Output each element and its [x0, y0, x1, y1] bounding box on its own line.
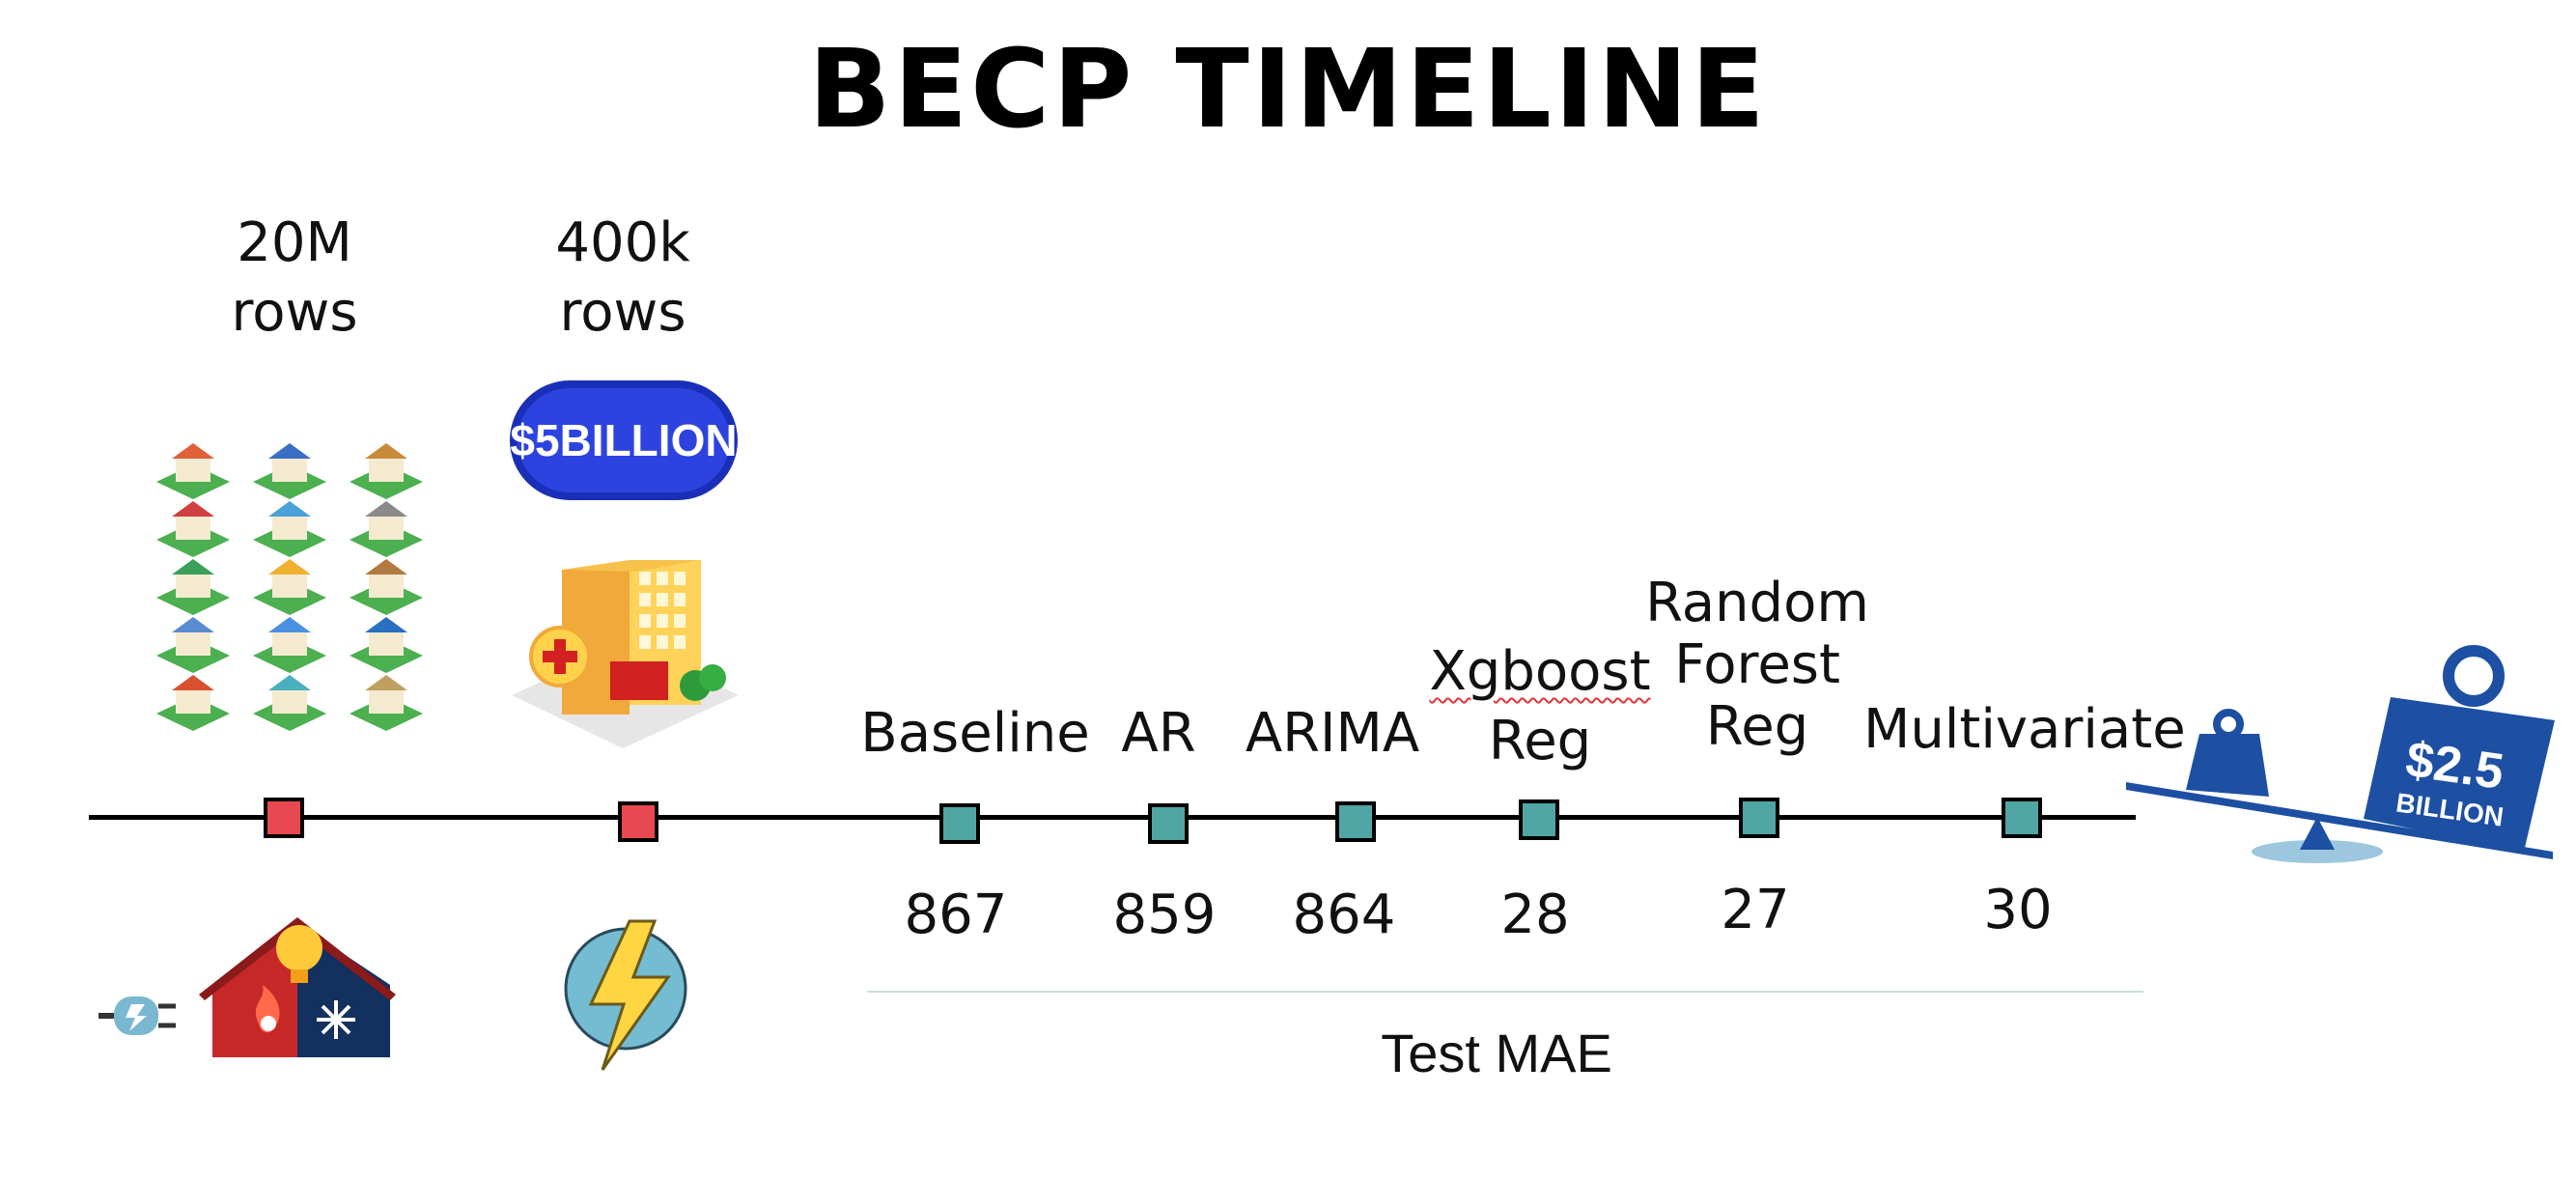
building-body: [369, 459, 404, 482]
building-roof: [365, 443, 407, 459]
model-label-ar: AR: [1091, 699, 1226, 769]
timeline-marker-arima: [1335, 801, 1376, 842]
building-roof: [172, 501, 214, 517]
building-body: [272, 632, 307, 656]
badge-text: $5BILLION: [510, 415, 737, 465]
building-body: [369, 517, 404, 540]
building-body: [176, 690, 210, 714]
energy-house-icon: [98, 917, 396, 1057]
mae-value-ar: 859: [1112, 884, 1217, 946]
building-body: [176, 575, 210, 598]
model-label-xgboost-line2: Reg: [1488, 710, 1592, 772]
building-body: [369, 690, 404, 714]
building-roof: [172, 443, 214, 459]
building-roof: [365, 617, 407, 632]
scale-weight-icon: $2.5 BILLION: [2126, 645, 2555, 863]
lightning-icon: [564, 919, 687, 1071]
timeline-marker-multivariate: [2002, 798, 2042, 838]
building-roof: [268, 501, 311, 517]
building-roof: [365, 559, 407, 575]
building-body: [176, 632, 210, 656]
building-roof: [365, 501, 407, 517]
model-label-random-forest-line2: Forest: [1674, 633, 1840, 696]
buildings-grid-icon: [156, 443, 423, 731]
building-roof: [268, 559, 311, 575]
building-roof: [172, 675, 214, 690]
mae-value-arima: 864: [1292, 884, 1396, 946]
building-body: [176, 517, 210, 540]
building-roof: [365, 675, 407, 690]
billion-badge: $5BILLION: [510, 380, 738, 500]
timeline-marker-xgboost: [1519, 799, 1559, 840]
buildings-rows-unit: rows: [231, 281, 358, 344]
building-body: [272, 575, 307, 598]
model-label-random-forest-line1: Random: [1645, 572, 1869, 634]
hospital-rows-unit: rows: [559, 281, 686, 344]
buildings-rows-label: 20M rows: [193, 209, 396, 348]
hospital-rows-count: 400k: [555, 211, 690, 274]
building-roof: [268, 675, 311, 690]
building-body: [369, 632, 404, 656]
model-label-arima: ARIMA: [1236, 699, 1429, 769]
hospital-rows-label: 400k rows: [521, 209, 724, 348]
model-label-random-forest-line3: Reg: [1705, 695, 1809, 758]
timeline-marker-random-forest: [1739, 798, 1779, 838]
model-label-random-forest: Random Forest Reg: [1641, 573, 1873, 758]
mae-value-baseline: 867: [904, 884, 1008, 946]
mae-divider: [867, 991, 2143, 993]
building-body: [272, 459, 307, 482]
model-label-baseline: Baseline: [850, 699, 1101, 769]
building-body: [272, 690, 307, 714]
building-roof: [268, 617, 311, 632]
mae-value-random-forest: 27: [1721, 879, 1790, 941]
model-label-xgboost: Xgboost Reg: [1429, 637, 1651, 776]
timeline-marker-hospital: [618, 801, 658, 842]
test-mae-label: Test MAE: [1381, 1023, 1612, 1083]
timeline-marker-baseline: [939, 803, 980, 844]
hospital-icon: [512, 560, 739, 748]
model-label-multivariate: Multivariate: [1863, 695, 2186, 765]
model-label-ar-text: AR: [1121, 702, 1196, 765]
page-title: BECP TIMELINE: [808, 27, 1768, 153]
model-label-baseline-text: Baseline: [860, 702, 1090, 765]
mae-value-xgboost: 28: [1500, 884, 1570, 946]
model-label-multivariate-text: Multivariate: [1863, 698, 2186, 761]
weight-amount: $2.5: [2402, 731, 2506, 800]
building-roof: [172, 559, 214, 575]
timeline-line: [89, 815, 2136, 820]
mae-value-multivariate: 30: [1983, 879, 2053, 941]
timeline-marker-buildings: [264, 798, 304, 838]
timeline-marker-ar: [1148, 803, 1189, 844]
building-roof: [268, 443, 311, 459]
building-body: [369, 575, 404, 598]
model-label-arima-text: ARIMA: [1245, 702, 1420, 765]
building-body: [176, 459, 210, 482]
model-label-xgboost-line1: Xgboost: [1429, 640, 1651, 703]
building-roof: [172, 617, 214, 632]
buildings-rows-count: 20M: [237, 211, 352, 274]
building-body: [272, 517, 307, 540]
